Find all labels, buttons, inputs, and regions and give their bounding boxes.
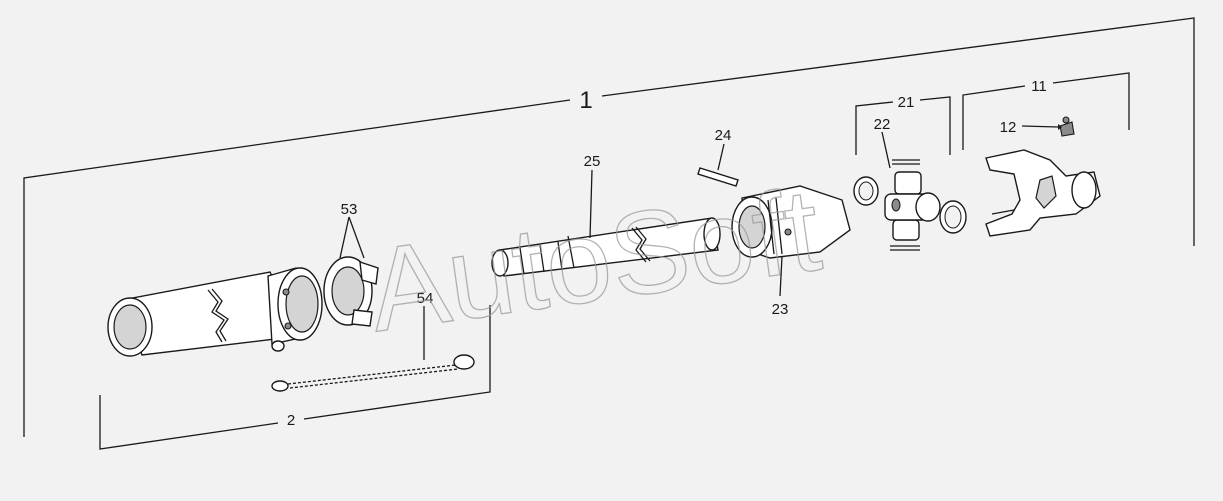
- label-circlip: 22: [874, 116, 891, 133]
- label-chain: 54: [417, 290, 434, 307]
- label-tube-group: 2: [287, 412, 295, 429]
- retaining-chain: [271, 354, 475, 392]
- circlip-right: [939, 200, 967, 234]
- guard-bearing-ring: [323, 256, 379, 327]
- grease-nipple: [1059, 116, 1075, 137]
- label-inner-yoke: 23: [772, 301, 789, 318]
- label-assembly: 1: [579, 87, 592, 114]
- label-grease-nipple: 12: [1000, 119, 1017, 136]
- inner-yoke: [731, 185, 851, 259]
- label-inner-tube: 25: [584, 153, 601, 170]
- label-guard-bearing: 53: [341, 201, 358, 218]
- guard-end-cap: [267, 267, 323, 352]
- cross-group-bracket: [855, 96, 951, 155]
- leader-lines: [339, 124, 1062, 360]
- outer-yoke: [985, 149, 1101, 237]
- yoke-group-bracket: [962, 72, 1130, 150]
- circlip-left: [853, 176, 879, 206]
- tube-group-bracket: [99, 305, 491, 450]
- inner-tube: [491, 217, 721, 277]
- universal-cross: [884, 159, 941, 251]
- watermark-text: AutoSoft: [361, 164, 828, 358]
- label-cross-group: 21: [898, 94, 915, 111]
- assembly-bracket: [23, 17, 1195, 437]
- label-yoke-group: 11: [1031, 78, 1047, 95]
- label-spring-pin: 24: [715, 127, 732, 144]
- spring-pin: [697, 167, 739, 187]
